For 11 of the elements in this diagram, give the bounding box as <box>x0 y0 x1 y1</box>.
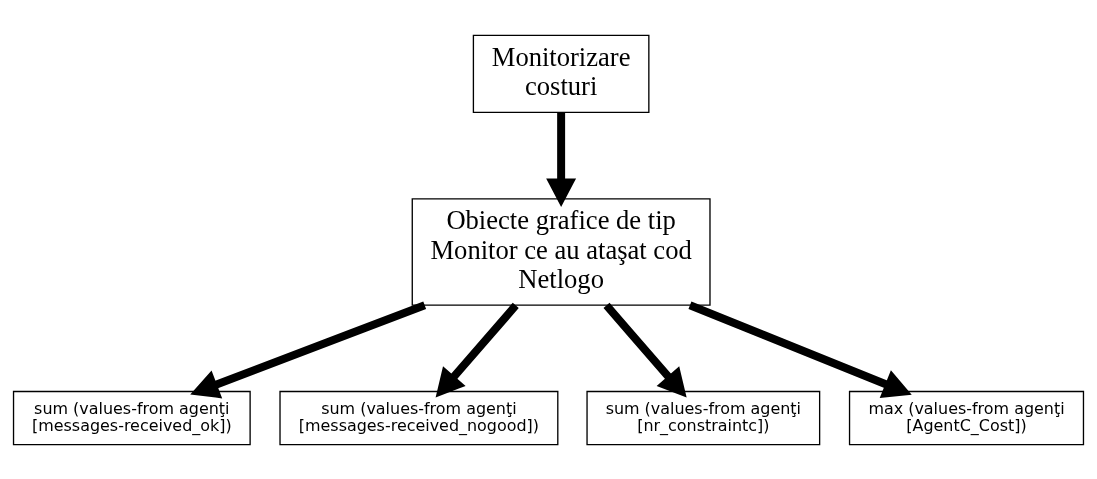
arrow <box>190 301 427 398</box>
arrow <box>546 112 577 207</box>
arrow <box>688 301 912 398</box>
arrow <box>603 302 687 398</box>
node-box: sum (values-from agenţi [messages-received_nogood]) <box>279 390 559 445</box>
node-box: sum (values-from agenţi [messages-received_ok]) <box>12 390 251 445</box>
node-box: Obiecte grafice de tip Monitor ce au ataşat cod Netlogo <box>411 197 711 306</box>
arrow <box>435 302 519 398</box>
node-box: Monitorizare costuri <box>472 34 650 113</box>
node-box: sum (values-from agenţi [nr_constraintc]) <box>586 390 821 445</box>
node-box: max (values-from agenţi [AgentC_Cost]) <box>848 390 1085 445</box>
